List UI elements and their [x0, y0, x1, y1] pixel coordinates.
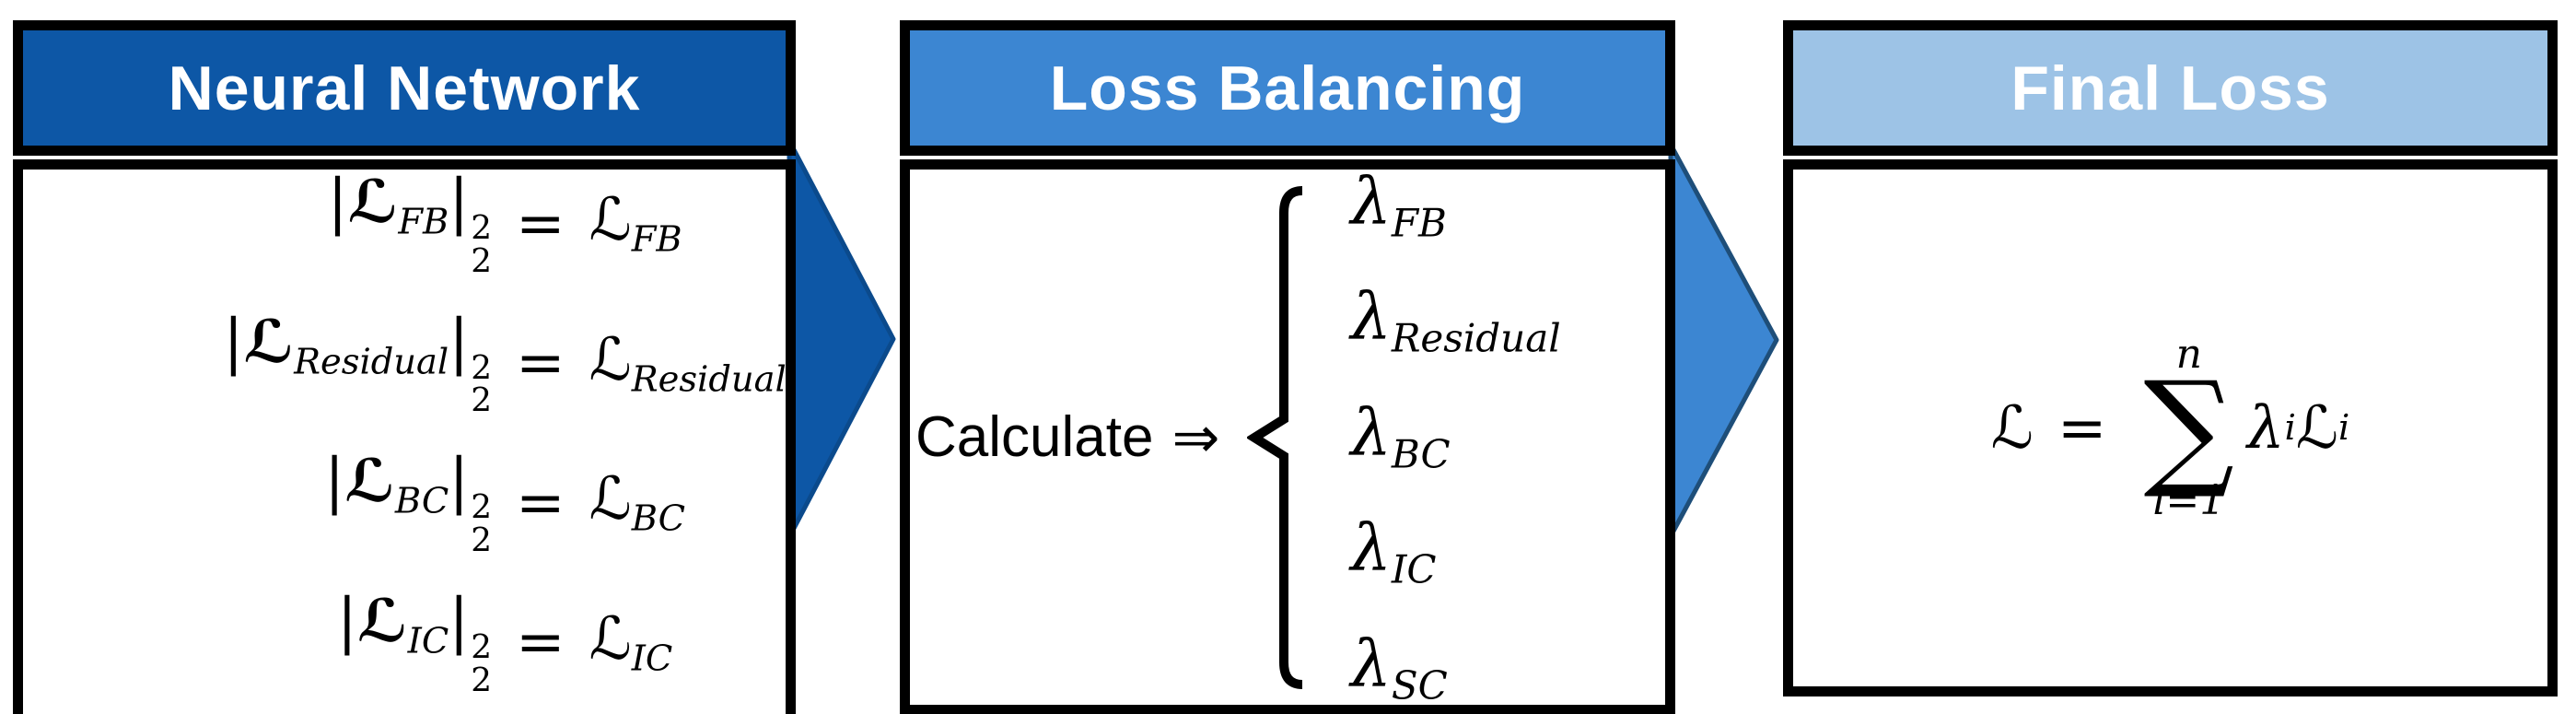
- norm-bar-close: |: [449, 585, 470, 656]
- lambda-item-residual: λResidual: [1350, 285, 1560, 357]
- norm-bar-close: |: [449, 167, 470, 237]
- lambda-item-bc: λBC: [1350, 401, 1560, 474]
- lambda-item-fb: λFB: [1350, 170, 1560, 242]
- equation-rhs: ℒResidual: [589, 325, 787, 400]
- loss-index: i: [2337, 407, 2350, 449]
- panel-title-final-loss: Final Loss: [2011, 53, 2330, 123]
- script-l-symbol: ℒ: [589, 325, 632, 394]
- panel-header-final-loss: Final Loss: [1783, 20, 2558, 156]
- equals-sign: =: [516, 329, 565, 398]
- lambda-item-sc: λSC: [1350, 632, 1560, 705]
- norm-bar-open: |: [327, 167, 348, 237]
- loss-subscript: BC: [394, 480, 449, 522]
- equals-sign: =: [516, 608, 565, 677]
- equals-sign: =: [516, 189, 565, 258]
- norm-bar-close: |: [449, 306, 470, 377]
- script-l-symbol: ℒ: [344, 447, 395, 517]
- equation-rhs: ℒFB: [589, 188, 682, 260]
- flow-arrow-right-1-icon: [787, 138, 896, 540]
- loss-subscript: Residual: [631, 357, 787, 400]
- implies-arrow-icon: ⇒: [1171, 404, 1220, 472]
- panel-title-loss-balancing: Loss Balancing: [1049, 53, 1526, 123]
- norm-bar-open: |: [223, 306, 244, 377]
- lambda-subscript: SC: [1391, 662, 1448, 708]
- norm-exponent: 2: [471, 488, 492, 527]
- equals-sign: =: [2057, 393, 2107, 462]
- loss-subscript: FB: [631, 218, 682, 261]
- panel-body-loss-balancing: Calculate ⇒ λFB λResidual λBC λIC λSC: [900, 159, 1675, 714]
- norm-index: 2: [471, 521, 492, 559]
- equals-sign: =: [516, 468, 565, 537]
- norm-bar-open: |: [324, 446, 345, 517]
- script-l-symbol: ℒ: [243, 307, 295, 377]
- calculate-row: Calculate ⇒ λFB λResidual λBC λIC λSC: [910, 170, 1665, 705]
- lambda-subscript: FB: [1391, 200, 1447, 246]
- norm-bar-close: |: [449, 446, 470, 517]
- panel-header-neural-network: Neural Network: [13, 20, 796, 156]
- norm-exponent: 2: [471, 208, 492, 247]
- norm-index: 2: [471, 381, 492, 420]
- lambda-subscript: IC: [1391, 546, 1437, 592]
- flow-arrow-right-2-icon: [1668, 142, 1779, 539]
- norm-index: 2: [471, 241, 492, 280]
- loss-subscript: IC: [407, 620, 449, 662]
- lambda-symbol: λ: [1350, 394, 1392, 471]
- lambda-symbol: λ: [1350, 510, 1392, 587]
- summation-block: n ∑ i=1: [2143, 330, 2234, 525]
- norm-index: 2: [471, 661, 492, 699]
- lambda-list: λFB λResidual λBC λIC λSC: [1350, 170, 1560, 705]
- lambda-subscript: BC: [1391, 431, 1451, 477]
- norm-exponent: 2: [471, 348, 492, 387]
- equation-rhs: ℒBC: [589, 467, 685, 539]
- left-brace-icon: [1247, 185, 1303, 689]
- loss-subscript: BC: [631, 497, 686, 540]
- script-l-symbol: ℒ: [347, 168, 399, 237]
- norm-bar-open: |: [336, 585, 357, 656]
- norm-exponent: 2: [471, 627, 492, 666]
- lambda-item-ic: λIC: [1350, 516, 1560, 589]
- lambda-symbol: λ: [1350, 279, 1392, 356]
- panel-title-neural-network: Neural Network: [168, 53, 641, 123]
- script-l-symbol: ℒ: [356, 586, 408, 656]
- lambda-symbol: λ: [1350, 164, 1392, 240]
- loss-subscript: FB: [398, 201, 449, 243]
- panel-header-loss-balancing: Loss Balancing: [900, 20, 1675, 156]
- script-l-symbol: ℒ: [589, 186, 632, 255]
- calculate-label: Calculate: [915, 405, 1154, 470]
- lambda-subscript: Residual: [1391, 315, 1561, 361]
- lambda-symbol: λ: [1350, 626, 1392, 702]
- script-l-symbol: ℒ: [1990, 393, 2034, 462]
- script-l-symbol: ℒ: [2295, 393, 2338, 462]
- summation-lower-limit: i=1: [2152, 477, 2226, 525]
- equation-rhs: ℒIC: [589, 607, 673, 679]
- loss-subscript: IC: [631, 638, 673, 680]
- lambda-symbol: λ: [2247, 393, 2285, 462]
- script-l-symbol: ℒ: [589, 604, 632, 673]
- script-l-symbol: ℒ: [589, 465, 632, 534]
- sigma-icon: ∑: [2143, 353, 2234, 502]
- loss-subscript: Residual: [294, 340, 449, 382]
- panel-loss-balancing: Loss Balancing Calculate ⇒ λFB λResidual…: [900, 20, 1675, 714]
- summation-upper-limit: n: [2175, 330, 2202, 378]
- lambda-index: i: [2284, 407, 2296, 449]
